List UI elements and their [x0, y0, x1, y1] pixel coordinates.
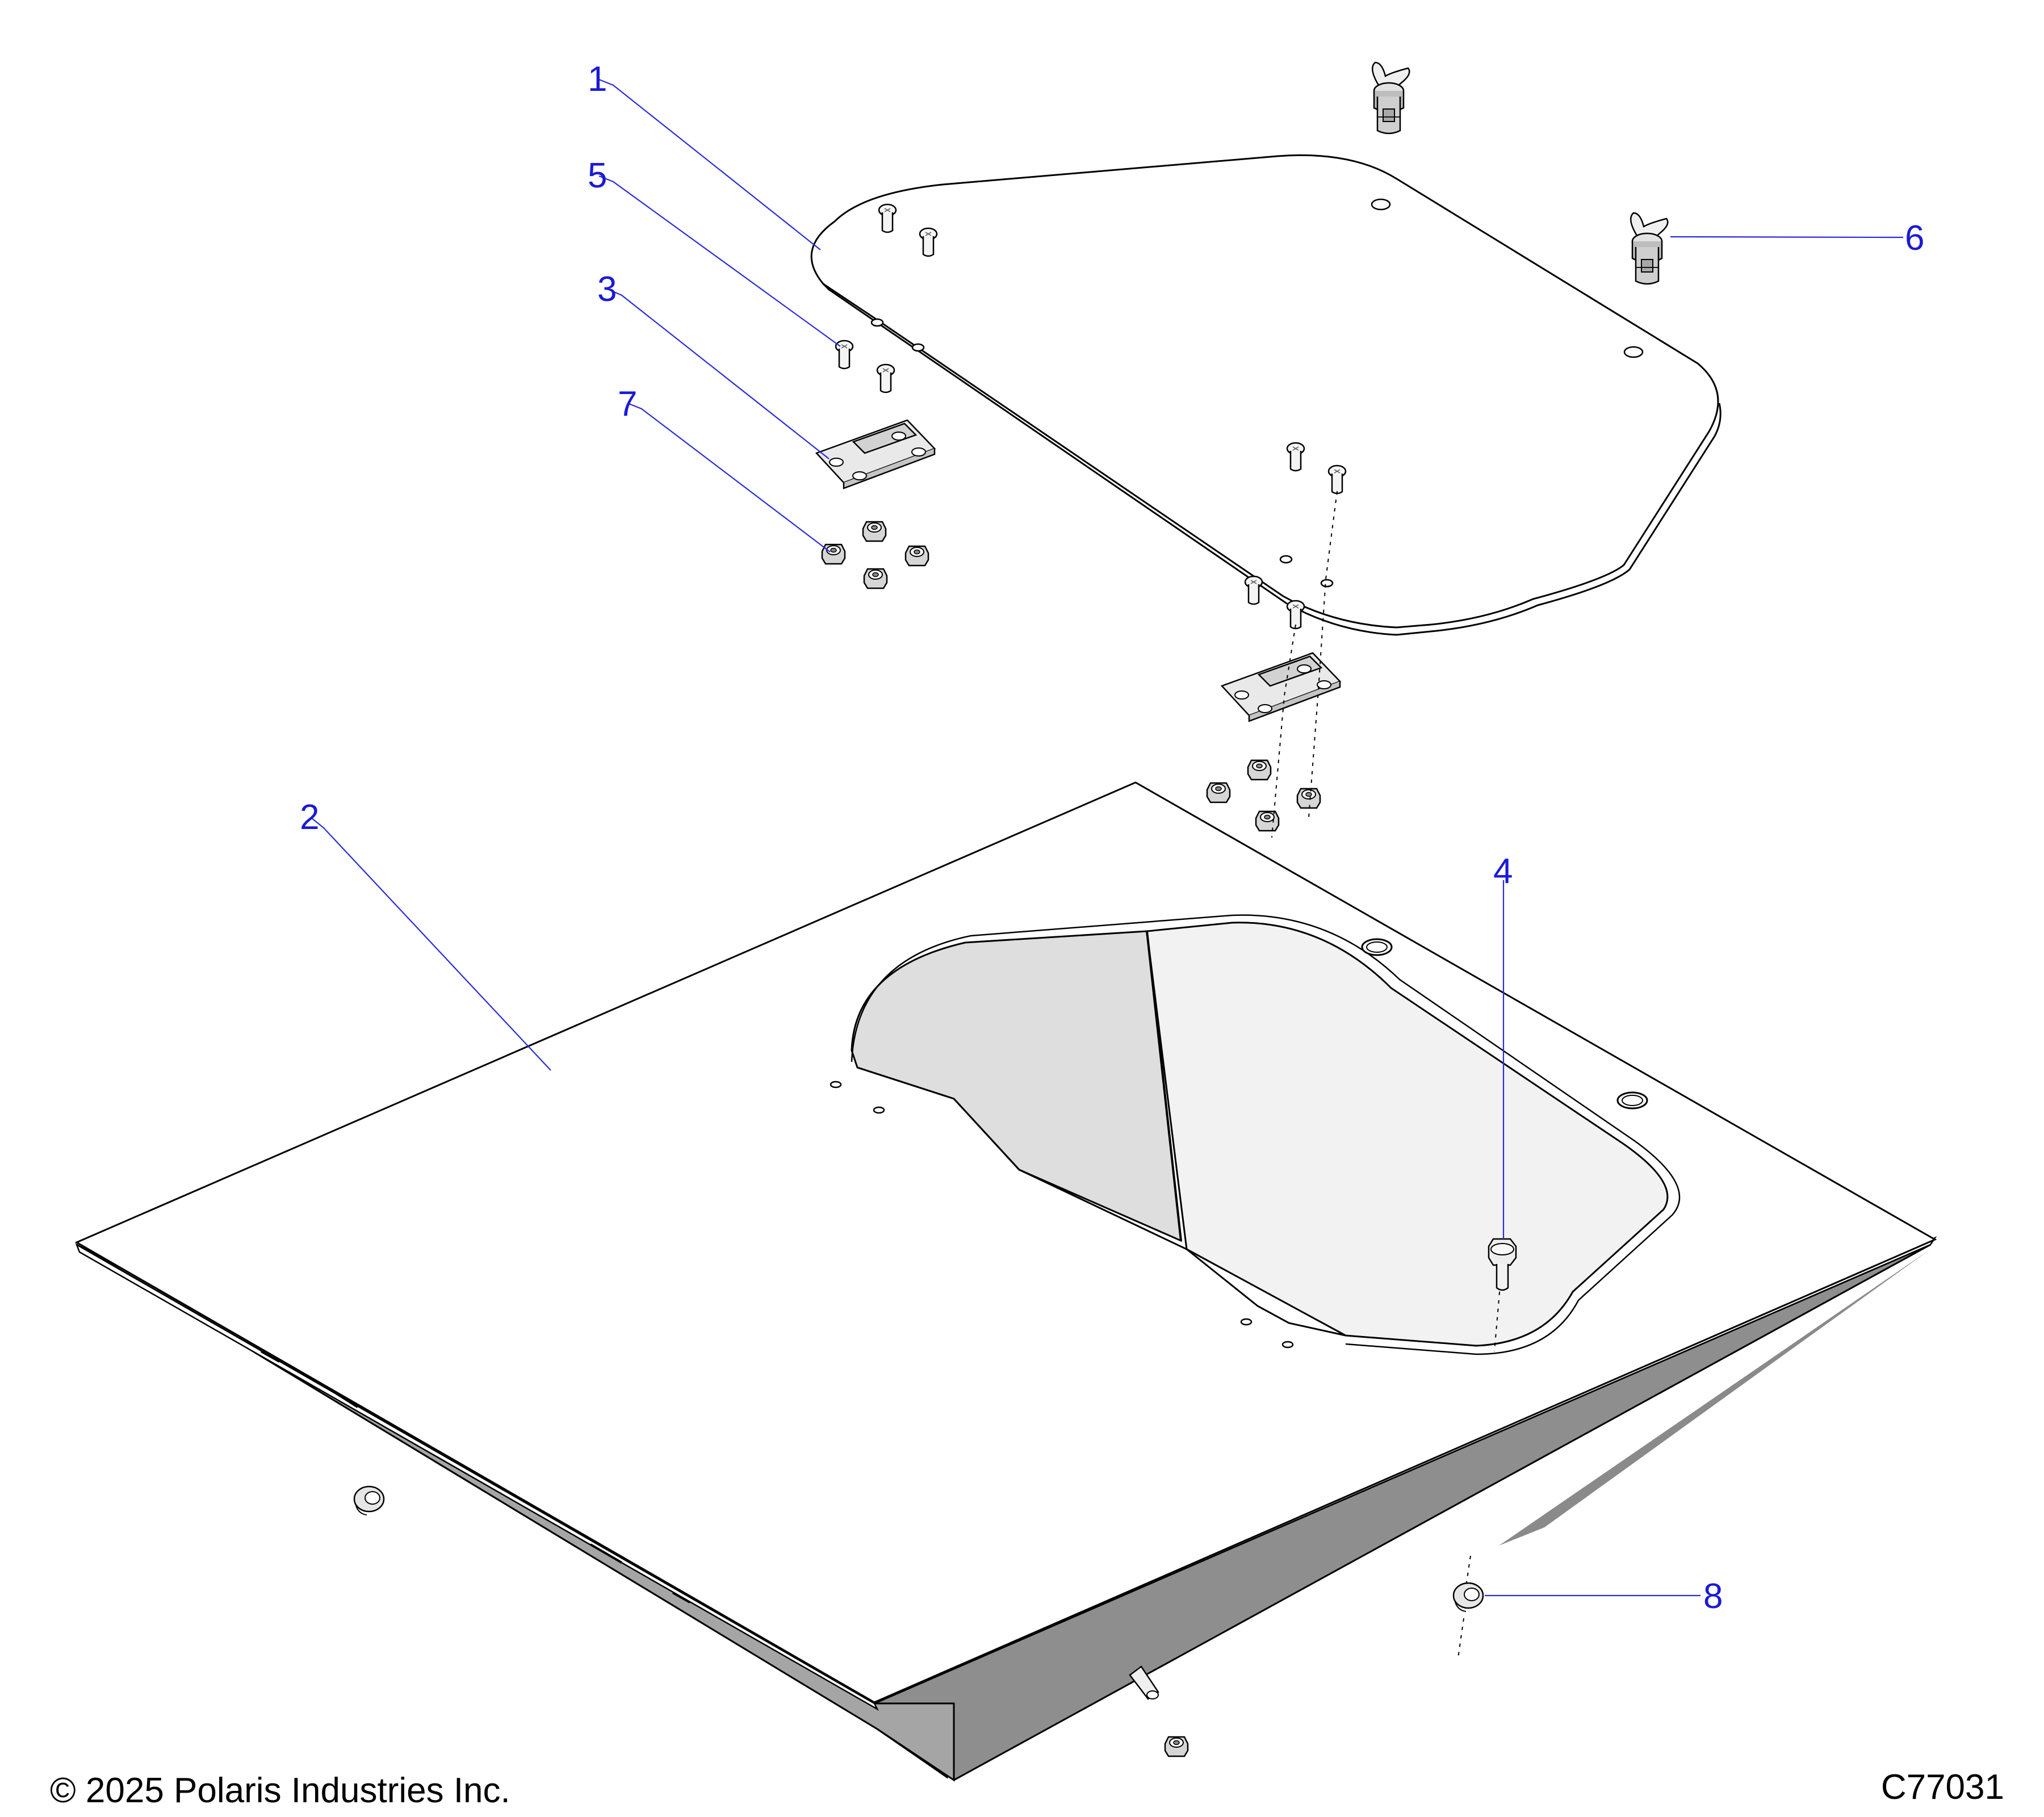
nut-icon — [821, 543, 846, 565]
callout-4: 4 — [1493, 852, 1513, 891]
leader-line-7 — [627, 402, 831, 552]
leader-line-1 — [598, 78, 821, 250]
callout-6: 6 — [1905, 219, 1924, 258]
callout-7: 7 — [618, 384, 637, 424]
push-rivet-icon — [1452, 1582, 1484, 1613]
floor-opening — [851, 914, 1681, 1355]
screw-icon — [1286, 600, 1305, 630]
drawing-number: C77031 — [1880, 1768, 2004, 1807]
callout-5: 5 — [588, 156, 607, 195]
nut-icon — [1255, 810, 1280, 832]
screw-icon — [1244, 575, 1263, 605]
floor-panel — [74, 781, 1937, 1782]
screw-icon — [876, 363, 895, 393]
callout-2: 2 — [300, 798, 319, 837]
copyright-notice: © 2025 Polaris Industries Inc. — [50, 1771, 510, 1810]
hinge-icon — [1221, 652, 1341, 722]
leader-line-5 — [598, 175, 841, 347]
nut-icon — [1296, 788, 1321, 809]
wing-fastener-icon — [1630, 212, 1669, 285]
callout-1: 1 — [588, 60, 607, 99]
nut-icon — [1206, 782, 1231, 803]
nut-icon — [1164, 1736, 1189, 1757]
leader-line-3 — [608, 288, 830, 459]
access-cover — [810, 154, 1722, 636]
nut-icon — [863, 568, 888, 589]
push-rivet-icon — [1129, 1665, 1159, 1700]
bolt-icon — [1488, 1238, 1517, 1291]
nut-icon — [862, 521, 887, 542]
push-rivet-icon — [353, 1485, 385, 1516]
callout-3: 3 — [597, 270, 617, 309]
nut-icon — [1247, 759, 1272, 781]
wing-fastener-icon — [1371, 61, 1410, 135]
nut-icon — [904, 545, 929, 567]
hinge-icon — [815, 419, 936, 489]
callout-8: 8 — [1703, 1577, 1723, 1616]
leader-line-2 — [311, 817, 551, 1071]
